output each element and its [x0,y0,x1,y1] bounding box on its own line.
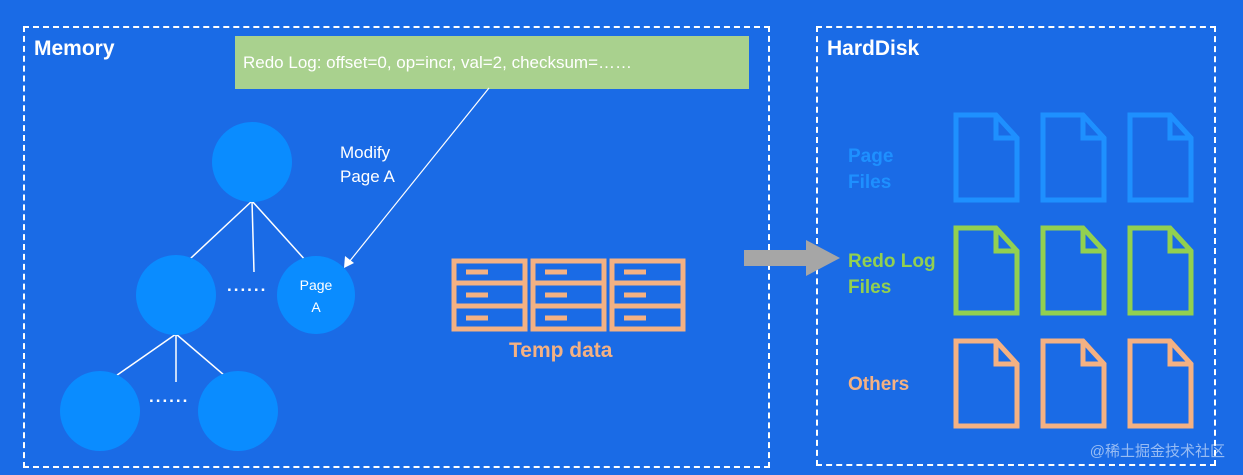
left-node [136,255,216,335]
page-files-label-line1: Page [848,146,894,167]
temp-data-label: Temp data [509,339,613,362]
modify-annotation-line1: Modify [340,143,391,162]
other-file-icon-2 [1040,338,1107,429]
other-file-icon-3 [1127,338,1194,429]
modify-annotation-line2: Page A [340,167,395,186]
page-file-icon-3 [1127,112,1194,203]
other-files-icons [953,338,1194,429]
page-file-icon-2 [1040,112,1107,203]
tree-ellipsis-level2: ...... [149,387,190,406]
modify-arrow-head [344,256,354,268]
temp-data-block-3 [609,258,686,332]
other-file-icon-1 [953,338,1020,429]
redo-log-files-label-line1: Redo Log [848,251,936,272]
flush-arrow [744,240,840,276]
temp-data-icon [451,258,686,332]
redo-file-icon-2 [1040,225,1107,316]
watermark: @稀土掘金技术社区 [1089,443,1225,460]
edge-root-middle [251,200,255,273]
modify-arrow-line [348,87,490,263]
page-files-icons [953,112,1194,203]
page-file-icon-1 [953,112,1020,203]
page-a-label-line2: A [311,299,321,315]
redo-file-icon-3 [1127,225,1194,316]
others-label: Others [848,372,909,398]
redo-log-entry: Redo Log: offset=0, op=incr, val=2, chec… [235,36,749,89]
page-files-label-line2: Files [848,172,892,193]
others-label-line1: Others [848,374,910,395]
tree-nodes [60,122,355,451]
memory-panel: Memory Redo Log: offset=0, op=incr, val=… [23,26,770,468]
temp-data-block-1 [451,258,528,332]
root-node [212,122,292,202]
memory-title: Memory [34,37,115,60]
redo-files-icons [953,225,1194,316]
leaf-node-1 [60,371,140,451]
harddisk-title: HardDisk [827,37,920,60]
leaf-node-2 [198,371,278,451]
redo-log-files-label: Redo Log Files [848,249,936,301]
redo-log-files-label-line2: Files [848,277,892,298]
page-a-label-line1: Page [299,277,333,293]
page-files-label: Page Files [848,144,893,196]
page-a-node [277,256,355,334]
temp-data-block-2 [530,258,607,332]
tree-ellipsis-level1: ...... [227,276,268,295]
redo-file-icon-1 [953,225,1020,316]
